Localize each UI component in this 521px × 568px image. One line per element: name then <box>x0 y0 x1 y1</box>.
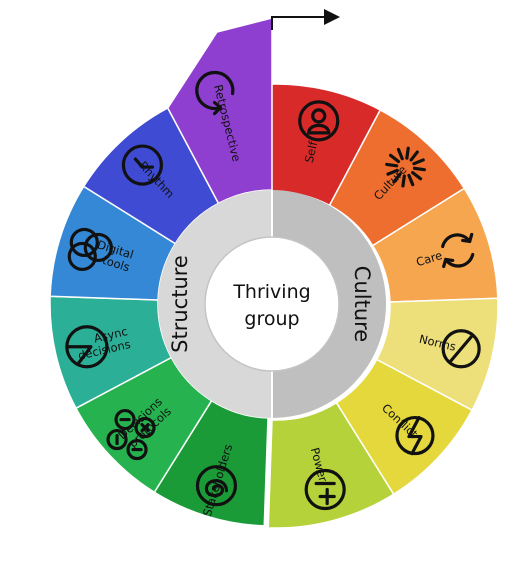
structure-label: Structure <box>168 255 192 353</box>
segment-label-self: Self <box>302 139 321 164</box>
clock-icon <box>121 144 164 186</box>
vote-circles-icon <box>106 408 156 461</box>
top-arrow <box>271 9 340 30</box>
spiral-icon <box>195 465 238 507</box>
segment-power <box>267 401 395 529</box>
center-title-line-2: group <box>244 308 299 330</box>
person-icon <box>298 100 340 142</box>
segment-norms <box>375 297 499 412</box>
center-disc <box>204 236 340 372</box>
segment-care <box>371 187 499 303</box>
arrow-head-icon <box>324 9 340 25</box>
center-title-line-1: Thriving <box>232 281 310 303</box>
plus-minus-icon <box>304 468 346 511</box>
async-pie-icon <box>65 325 109 369</box>
lightning-circle-icon <box>395 415 435 456</box>
no-sign-icon <box>441 329 481 369</box>
cycle-arrows-icon <box>441 232 475 269</box>
center-circle: Thriving group <box>204 236 340 372</box>
burst-icon <box>385 146 426 188</box>
arrow-line <box>271 16 326 30</box>
overlap-circles-icon <box>67 227 113 272</box>
segment-icons <box>65 70 481 511</box>
segments <box>49 17 499 529</box>
segment-conflict <box>335 358 474 496</box>
culture-label: Culture <box>350 266 374 342</box>
loop-arrow-icon <box>195 70 235 116</box>
